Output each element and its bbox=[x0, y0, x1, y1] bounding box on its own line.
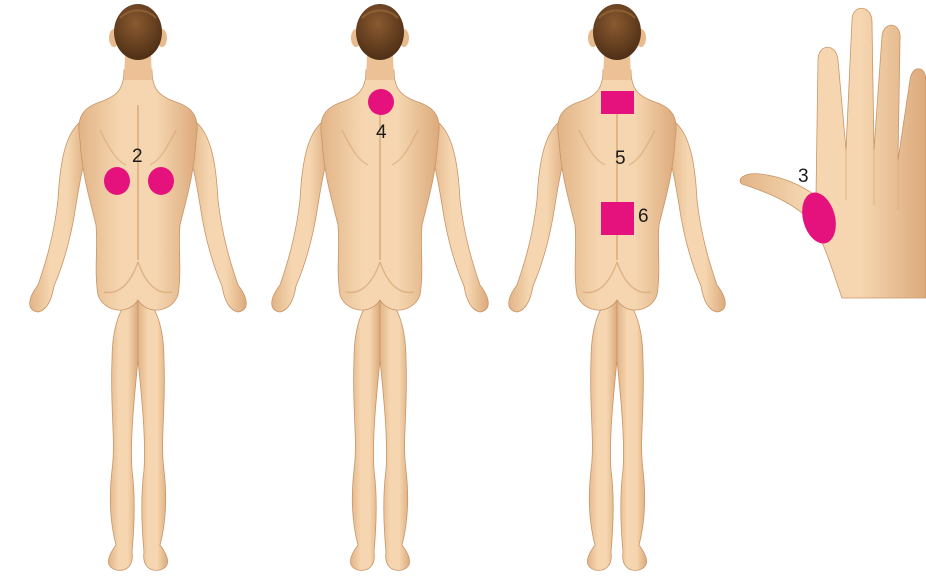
hand-figure: 3 bbox=[740, 8, 926, 298]
marker-left-lower-back bbox=[104, 167, 130, 195]
label-6: 6 bbox=[638, 206, 649, 227]
marker-right-lower-back bbox=[148, 167, 174, 195]
label-3: 3 bbox=[798, 166, 809, 187]
label-4: 4 bbox=[376, 122, 387, 143]
marker-base-of-neck bbox=[368, 89, 394, 115]
figure-2: 4 bbox=[272, 4, 489, 570]
marker-lumbar-spine bbox=[601, 202, 634, 235]
label-5: 5 bbox=[615, 148, 626, 169]
hand-palm bbox=[740, 8, 926, 298]
figure-1: 2 bbox=[30, 4, 247, 570]
figure-3: 5 6 bbox=[509, 4, 726, 570]
marker-upper-back bbox=[601, 91, 634, 114]
label-2: 2 bbox=[132, 146, 143, 167]
